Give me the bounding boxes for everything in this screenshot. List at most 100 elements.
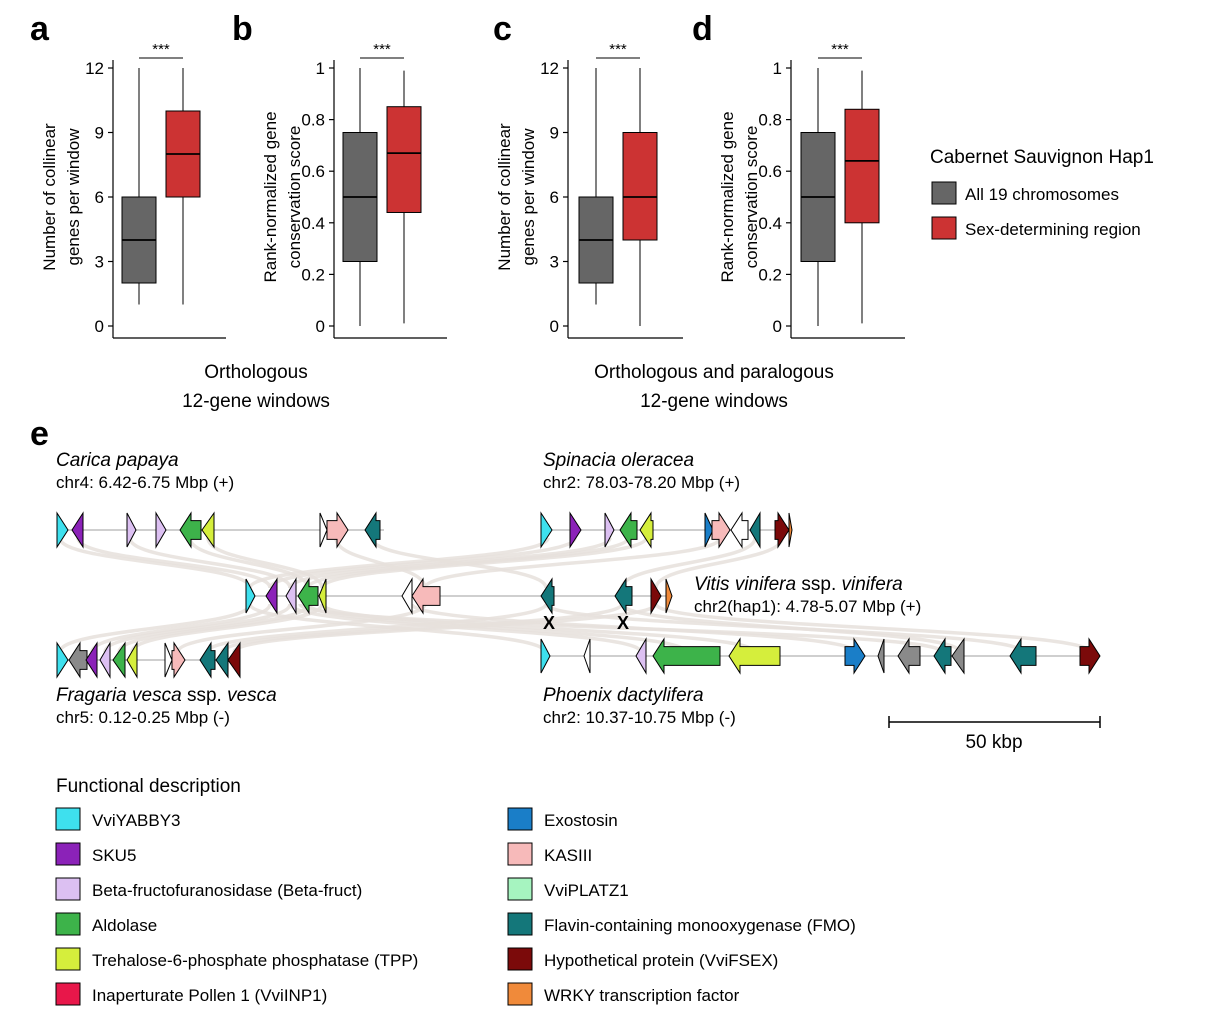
gene-arrow-tpp bbox=[728, 637, 781, 675]
y-tick-label: 1 bbox=[773, 59, 782, 78]
gene-arrow-blank bbox=[730, 511, 749, 549]
functional-label-tpp: Trehalose-6-phosphate phosphatase (TPP) bbox=[92, 951, 418, 970]
gene-arrow-sku5 bbox=[569, 511, 582, 549]
functional-swatch-fmo bbox=[507, 912, 533, 936]
gene-track-spinach bbox=[540, 511, 793, 549]
gene-arrow-exost bbox=[704, 512, 714, 548]
gene-arrow-beta bbox=[285, 577, 297, 615]
gene-arrow-beta bbox=[604, 512, 615, 548]
synteny-ribbon bbox=[58, 537, 252, 589]
gene-track-vitis bbox=[245, 577, 673, 615]
gene-arrow-blank bbox=[164, 642, 173, 678]
significance-label: *** bbox=[373, 41, 391, 58]
group-label-orthologous: Orthologous bbox=[204, 362, 308, 383]
functional-swatch-sku5 bbox=[55, 842, 81, 866]
y-tick-label: 1 bbox=[316, 59, 325, 78]
y-tick-label: 3 bbox=[95, 253, 104, 272]
panel-label-a: a bbox=[30, 10, 50, 48]
functional-label-yabby: VviYABBY3 bbox=[92, 811, 181, 830]
species-vitis-coords: chr2(hap1): 4.78-5.07 Mbp (+) bbox=[694, 597, 921, 616]
gene-arrow-aldolase bbox=[112, 641, 126, 679]
functional-swatch-yabby bbox=[55, 807, 81, 831]
synteny-ribbon bbox=[103, 603, 292, 653]
gene-arrow-other bbox=[68, 641, 88, 679]
functional-legend-title: Functional description bbox=[56, 776, 241, 797]
species-phoenix-name: Phoenix dactylifera bbox=[543, 685, 704, 706]
gene-arrow-sku5 bbox=[85, 641, 98, 679]
functional-swatch-fsex bbox=[507, 947, 533, 971]
functional-swatch-aldolase bbox=[55, 912, 81, 936]
significance-label: *** bbox=[152, 41, 170, 58]
gene-arrow-kasiii bbox=[171, 641, 186, 679]
y-tick-label: 0.8 bbox=[758, 111, 782, 130]
synteny-links bbox=[58, 537, 1092, 654]
group-label-paralogous-windows: 12-gene windows bbox=[640, 391, 788, 412]
functional-swatch-kasiii bbox=[507, 842, 533, 866]
gene-arrow-yabby bbox=[540, 511, 553, 549]
legend-swatch-all bbox=[931, 181, 957, 205]
synteny-ribbon bbox=[654, 537, 784, 589]
species-papaya-coords: chr4: 6.42-6.75 Mbp (+) bbox=[56, 473, 234, 492]
y-tick-label: 0.4 bbox=[758, 214, 782, 233]
functional-swatch-inp1 bbox=[55, 982, 81, 1006]
synteny-ribbon bbox=[620, 537, 757, 589]
synteny-diagram bbox=[56, 511, 1101, 679]
species-papaya-name: Carica papaya bbox=[56, 450, 179, 471]
box-iqr bbox=[622, 132, 658, 241]
synteny-ribbon bbox=[248, 537, 550, 589]
functional-swatch-tpp bbox=[55, 947, 81, 971]
box-iqr bbox=[844, 108, 880, 224]
gene-arrow-blank bbox=[319, 512, 328, 548]
gene-arrow-sku5 bbox=[71, 511, 84, 549]
significance-label: *** bbox=[609, 41, 627, 58]
synteny-ribbon bbox=[370, 537, 548, 589]
gene-arrow-tpp bbox=[639, 511, 654, 549]
gene-arrow-tpp bbox=[318, 578, 327, 614]
gene-arrow-blank bbox=[583, 638, 591, 674]
gene-arrow-yabby bbox=[56, 641, 69, 679]
panel-label-d: d bbox=[692, 10, 713, 48]
gene-arrow-beta bbox=[99, 641, 111, 679]
synteny-ribbon bbox=[58, 603, 252, 653]
gene-arrow-fmo bbox=[540, 577, 555, 615]
gene-arrow-kasiii bbox=[326, 511, 349, 549]
gene-arrow-fsex bbox=[650, 577, 662, 615]
synteny-ribbon bbox=[248, 603, 547, 653]
panel-label-b: b bbox=[232, 10, 253, 48]
panel-label-c: c bbox=[493, 10, 512, 48]
legend-swatch-sdr bbox=[931, 216, 957, 240]
gene-arrow-fsex bbox=[774, 511, 790, 549]
species-spinach-name: Spinacia oleracea bbox=[543, 450, 694, 471]
gene-track-fragaria bbox=[56, 641, 241, 679]
gene-arrow-kasiii bbox=[711, 511, 731, 549]
lost-gene-marker: X bbox=[543, 613, 555, 633]
legend-title: Cabernet Sauvignon Hap1 bbox=[930, 147, 1154, 168]
gene-arrow-yabby bbox=[56, 511, 69, 549]
y-tick-label: 6 bbox=[95, 188, 104, 207]
y-tick-label: 0.2 bbox=[758, 265, 782, 284]
functional-label-kasiii: KASIII bbox=[544, 846, 592, 865]
y-tick-label: 0 bbox=[316, 317, 325, 336]
functional-label-sku5: SKU5 bbox=[92, 846, 136, 865]
gene-arrow-fsex bbox=[1079, 637, 1101, 675]
gene-arrow-aldolase bbox=[619, 511, 638, 549]
significance-label: *** bbox=[831, 41, 849, 58]
synteny-ribbon bbox=[176, 603, 427, 653]
y-tick-label: 12 bbox=[85, 59, 104, 78]
y-tick-label: 6 bbox=[550, 188, 559, 207]
gene-arrow-blank bbox=[401, 577, 413, 615]
species-phoenix-coords: chr2: 10.37-10.75 Mbp (-) bbox=[543, 708, 736, 727]
gene-arrow-beta bbox=[635, 637, 647, 675]
gene-arrow-other bbox=[877, 638, 885, 674]
gene-arrow-fmo bbox=[614, 577, 633, 615]
synteny-ribbon bbox=[288, 603, 643, 653]
gene-track-papaya bbox=[56, 511, 384, 549]
